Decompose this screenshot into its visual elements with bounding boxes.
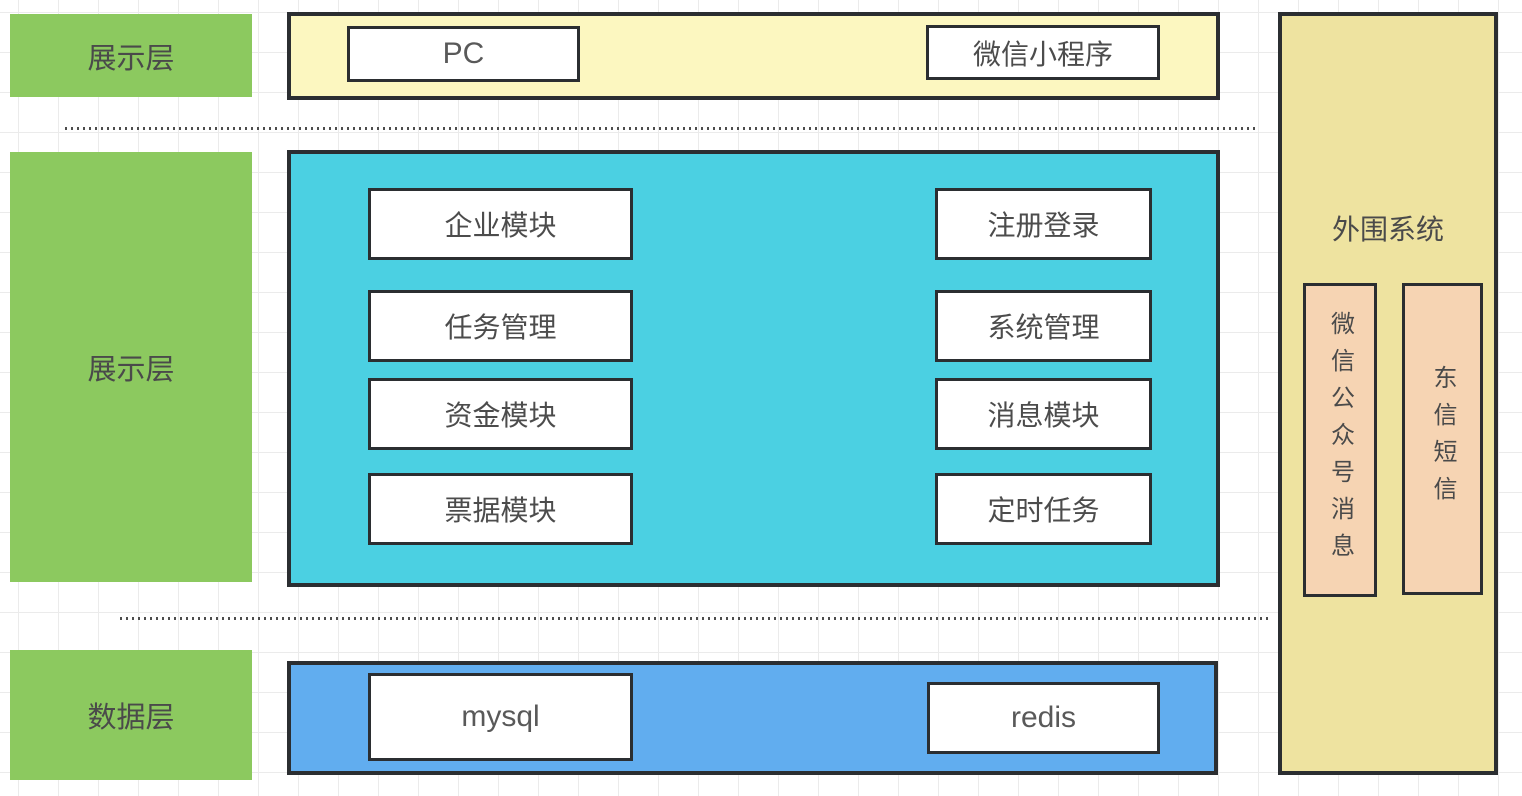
external-systems-panel: 外围系统 微信公众号消息 东信短信 xyxy=(1278,12,1498,775)
layer-label-presentation-top: 展示层 xyxy=(10,14,252,97)
layer-label-text: 展示层 xyxy=(87,42,175,75)
layer-separator-top xyxy=(65,127,1255,130)
node-label: 定时任务 xyxy=(987,495,1100,526)
node-wechat-miniprogram: 微信小程序 xyxy=(926,25,1160,80)
node-wechat-official-account-message: 微信公众号消息 xyxy=(1303,283,1377,597)
node-pc-label: PC xyxy=(442,37,485,70)
node-scheduled-tasks: 定时任务 xyxy=(935,473,1152,545)
node-label: 东信短信 xyxy=(1429,365,1456,513)
node-label: 注册登录 xyxy=(987,210,1100,241)
layer-separator-bottom xyxy=(120,617,1270,620)
node-task-management: 任务管理 xyxy=(368,290,633,362)
node-mysql: mysql xyxy=(368,673,633,761)
node-funds-module: 资金模块 xyxy=(368,378,633,450)
node-pc: PC xyxy=(347,26,580,82)
node-label: 资金模块 xyxy=(444,400,557,431)
node-redis: redis xyxy=(927,682,1160,754)
node-label: 系统管理 xyxy=(987,312,1100,343)
layer-label-presentation-middle: 展示层 xyxy=(10,152,252,582)
business-layer-panel: 企业模块 任务管理 资金模块 票据模块 注册登录 系统管理 消息模块 定时任务 xyxy=(287,150,1220,587)
node-register-login: 注册登录 xyxy=(935,188,1152,260)
presentation-layer-panel: PC 微信小程序 xyxy=(287,12,1220,100)
node-enterprise-module: 企业模块 xyxy=(368,188,633,260)
node-system-management: 系统管理 xyxy=(935,290,1152,362)
node-label: 消息模块 xyxy=(987,400,1100,431)
layer-label-text: 数据层 xyxy=(87,702,175,734)
node-label: 任务管理 xyxy=(444,312,557,343)
node-label: 微信公众号消息 xyxy=(1326,310,1354,570)
node-redis-label: redis xyxy=(1010,701,1077,734)
node-label: 票据模块 xyxy=(444,495,557,526)
external-systems-title: 外围系统 xyxy=(1331,214,1444,245)
layer-label-text: 展示层 xyxy=(87,354,175,386)
node-dongxin-sms: 东信短信 xyxy=(1402,283,1483,595)
node-label: 企业模块 xyxy=(444,210,557,241)
node-message-module: 消息模块 xyxy=(935,378,1152,450)
layer-label-data: 数据层 xyxy=(10,650,252,780)
data-layer-panel: mysql redis xyxy=(287,661,1218,775)
node-mysql-label: mysql xyxy=(461,700,540,733)
node-wechat-miniprogram-label: 微信小程序 xyxy=(972,38,1113,70)
node-bills-module: 票据模块 xyxy=(368,473,633,545)
